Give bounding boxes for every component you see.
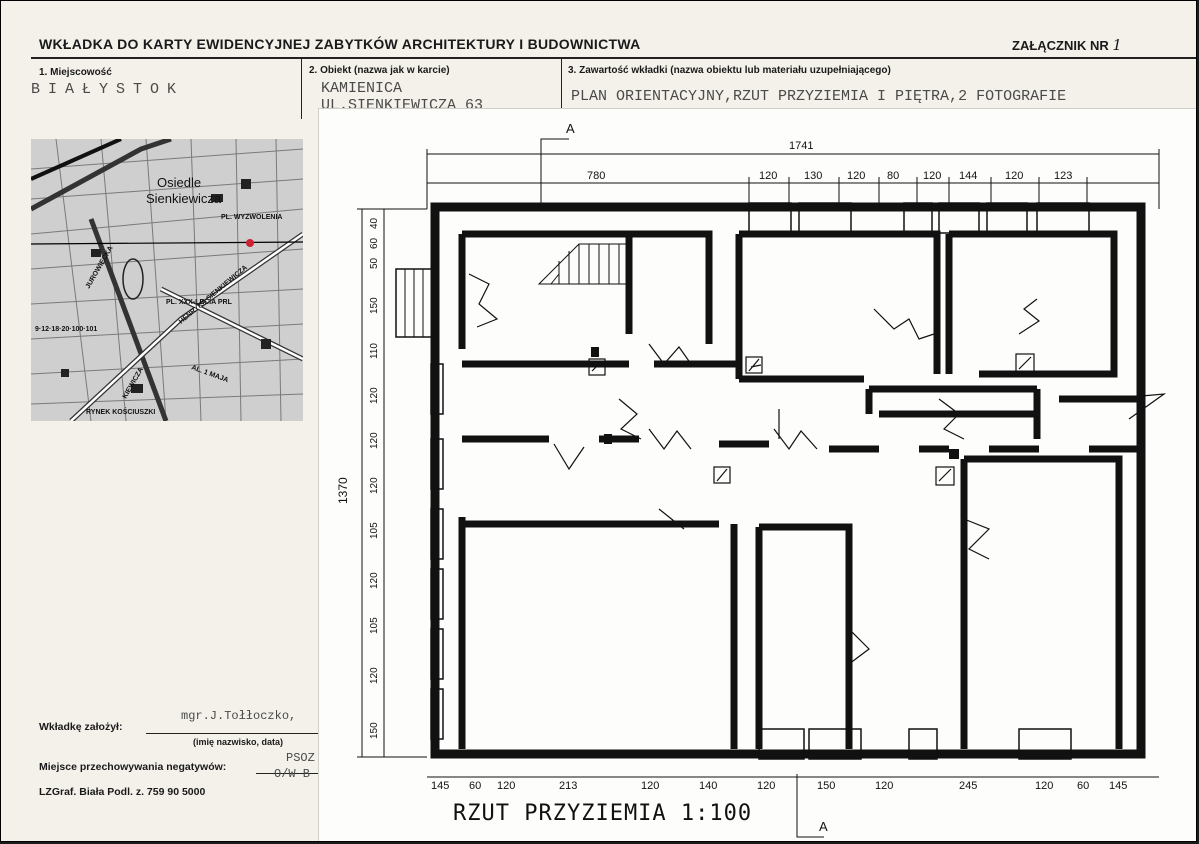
dim-left-8: 105 (369, 522, 380, 539)
dim-left-3: 150 (369, 297, 380, 314)
dim-left-10: 105 (369, 617, 380, 634)
storage-value-line2: O/W B (274, 767, 311, 781)
dim-bottom-8: 120 (875, 780, 893, 792)
dim-top-2: 130 (804, 170, 822, 182)
orientation-map: Osiedle Sienkiewicza JUROWIECKA HENRYKA … (31, 139, 303, 421)
dim-total-width: 1741 (789, 140, 813, 152)
attachment-label-text: ZAŁĄCZNIK NR (1012, 38, 1109, 53)
attachment-label: ZAŁĄCZNIK NR 1 (1012, 36, 1122, 54)
field-1-value: BIAŁYSTOK (31, 81, 185, 98)
dim-bottom-6: 120 (757, 780, 775, 792)
dim-bottom-5: 140 (699, 780, 717, 792)
floor-plan: 1741 1370 780 120 130 120 80 120 144 120… (336, 121, 1167, 838)
map-label-pl-wyzwolenia: PL. WYZWOLENIA (221, 214, 282, 221)
dim-left-6: 120 (369, 432, 380, 449)
founded-value: mgr.J.Tołłoczko, (181, 709, 297, 723)
dim-top-8: 123 (1054, 170, 1072, 182)
section-mark-bottom (796, 774, 824, 838)
dim-bottom-4: 120 (641, 780, 659, 792)
dim-left-0: 40 (369, 217, 380, 229)
dim-bottom-9: 245 (959, 780, 977, 792)
field-1-label: 1. Miejscowość (39, 67, 112, 78)
field-3-label: 3. Zawartość wkładki (nazwa obiektu lub … (568, 65, 891, 76)
storage-label: Miejsce przechowywania negatywów: (39, 761, 227, 773)
section-mark-top (540, 138, 569, 209)
map-label-pl-xxx: PL. XXX-LECIA PRL (166, 299, 233, 306)
dim-left-9: 120 (369, 572, 380, 589)
dim-top-7: 120 (1005, 170, 1023, 182)
plan-caption: RZUT PRZYZIEMIA 1:100 (453, 801, 753, 826)
dim-top-5: 120 (923, 170, 941, 182)
dim-bottom-1: 60 (469, 780, 481, 792)
section-label-top: A (566, 121, 575, 136)
card-title: WKŁADKA DO KARTY EWIDENCYJNEJ ZABYTKÓW A… (39, 36, 641, 52)
dim-top-6: 144 (959, 170, 977, 182)
dim-top-1: 120 (759, 170, 777, 182)
field-2-label: 2. Obiekt (nazwa jak w karcie) (309, 65, 450, 76)
dim-top-3: 120 (847, 170, 865, 182)
dim-left-7: 120 (369, 477, 380, 494)
dim-left-12: 150 (369, 722, 380, 739)
storage-line (256, 773, 321, 774)
field-divider-1 (301, 59, 302, 119)
dim-left-1: 60 (369, 237, 380, 249)
dim-bottom-10: 120 (1035, 780, 1053, 792)
field-2-value-line1: KAMIENICA (321, 80, 403, 97)
dim-top-0: 780 (587, 170, 605, 182)
section-label-bottom: A (819, 819, 828, 834)
dim-bottom-12: 145 (1109, 780, 1127, 792)
map-label-bus-lines: 9·12·18·20·100·101 (35, 326, 97, 333)
founded-hint: (imię nazwisko, data) (193, 737, 284, 747)
attachment-number: 1 (1112, 36, 1122, 54)
dim-top-4: 80 (887, 170, 899, 182)
dim-bottom-2: 120 (497, 780, 515, 792)
dim-left-11: 120 (369, 667, 380, 684)
dim-left-4: 110 (369, 343, 380, 359)
map-label-osiedle: Osiedle (157, 175, 201, 190)
dim-total-height: 1370 (336, 477, 350, 504)
printer-note: LZGraf. Biała Podl. z. 759 90 5000 (39, 786, 206, 798)
dim-bottom-11: 60 (1077, 780, 1089, 792)
map-graphic: Osiedle Sienkiewicza JUROWIECKA HENRYKA … (31, 139, 303, 421)
field-3-value: PLAN ORIENTACYJNY,RZUT PRZYZIEMIA I PIĘT… (571, 88, 1067, 105)
dim-bottom-7: 150 (817, 780, 835, 792)
field-divider-2 (561, 59, 562, 119)
dim-bottom-0: 145 (431, 780, 449, 792)
founded-line (146, 733, 321, 734)
header-rule (31, 57, 1196, 59)
dim-left-2: 50 (369, 257, 380, 269)
dim-left-5: 120 (369, 387, 380, 404)
founded-label: Wkładkę założył: (39, 721, 123, 733)
dim-bottom-3: 213 (559, 780, 577, 792)
map-label-sienkiewicza: Sienkiewicza (146, 191, 222, 206)
storage-value-line1: PSOZ (286, 751, 315, 765)
map-label-rynek: RYNEK KOŚCIUSZKI (86, 407, 155, 416)
